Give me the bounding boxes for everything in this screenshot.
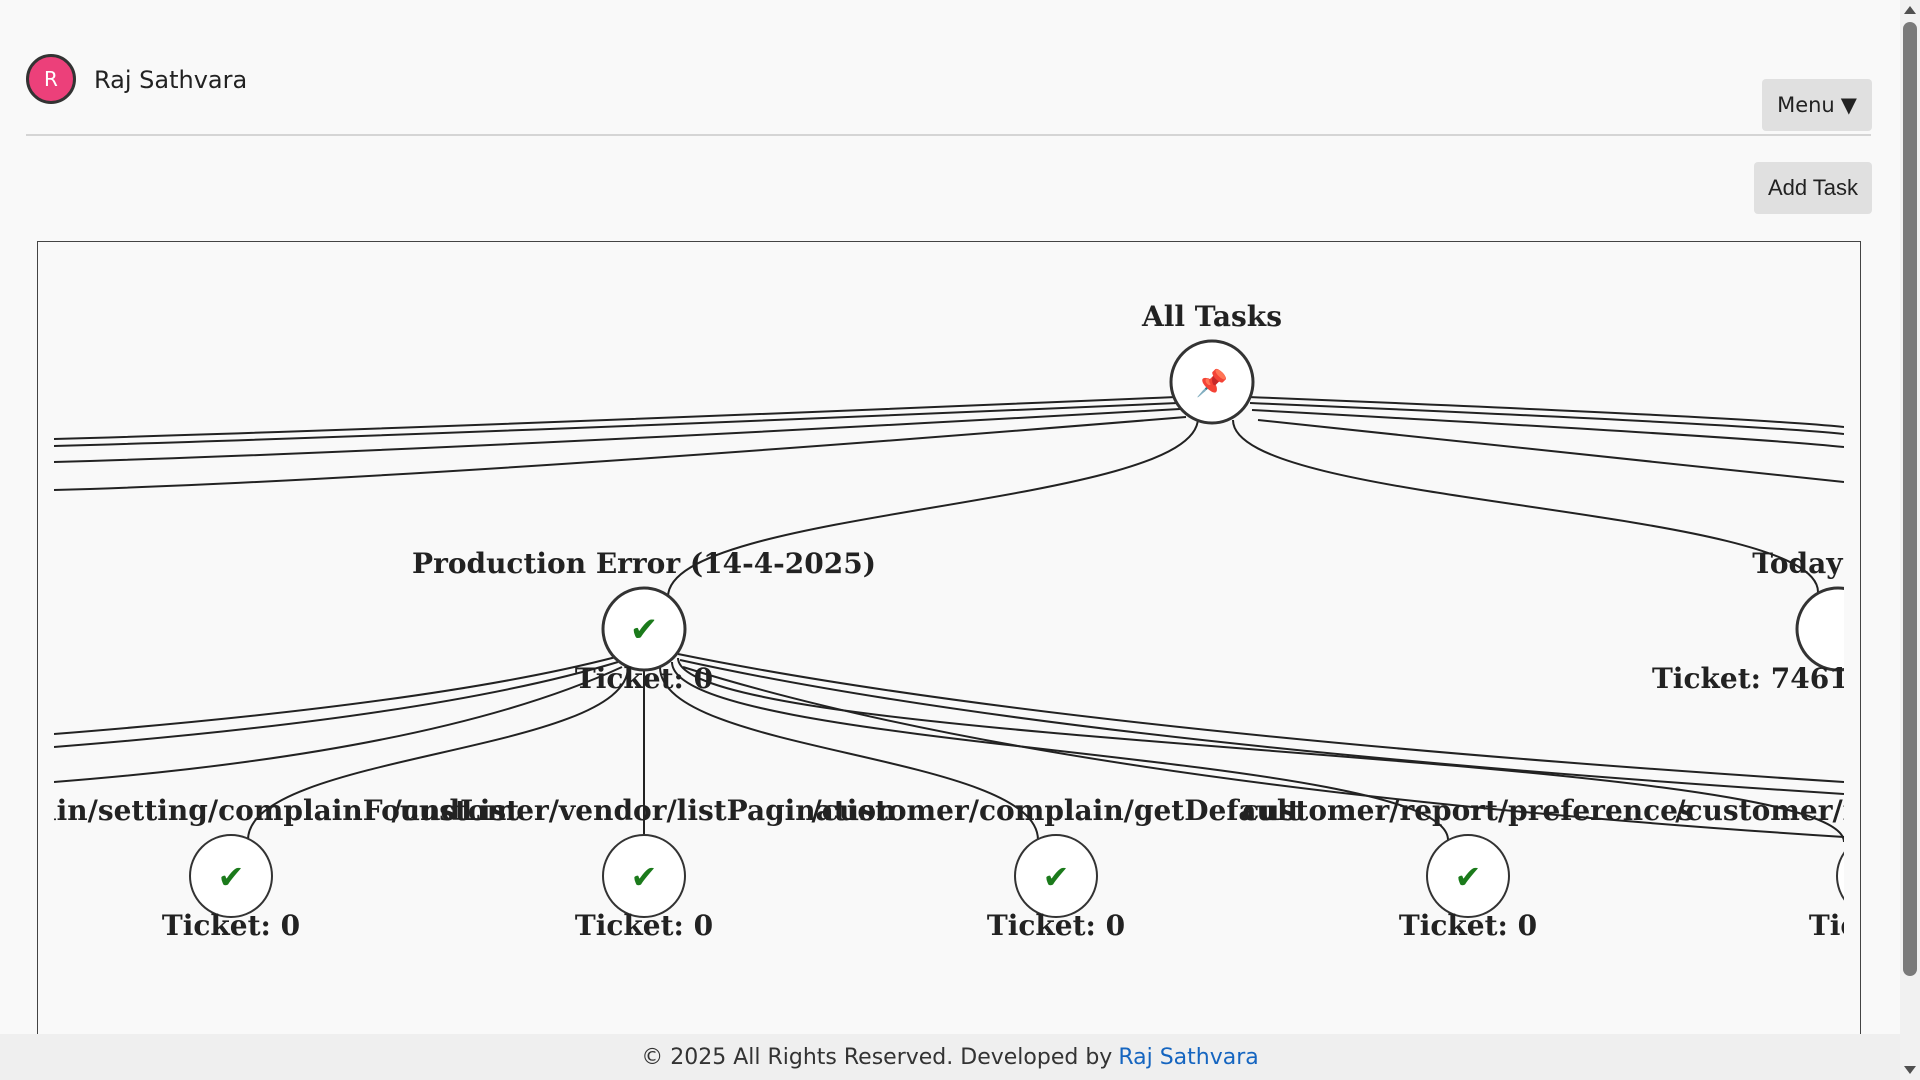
tree-link-production-customer-inventory [677, 657, 1844, 843]
tree-link-production-complain-default [659, 666, 1039, 841]
tree-link-production-complain-setting [247, 666, 629, 841]
tree-node-vendor-list[interactable]: /customer/vendor/listPagination ✔ Ticket… [392, 794, 897, 942]
add-task-button[interactable]: Add Task [1754, 162, 1872, 214]
tree-links [54, 396, 1844, 843]
tree-node-report-preferences[interactable]: customer/report/preferences ✔ Ticket: 0 [1242, 794, 1694, 942]
scroll-up-arrow-icon[interactable] [1904, 6, 1916, 14]
checkmark-icon: ✔ [631, 858, 658, 896]
tree-link-root-offscreen-left [54, 416, 1187, 491]
caret-down-icon: ▼ [1840, 93, 1857, 117]
task-tree-panel: All Tasks 📌 Production Error (14-4-2025)… [37, 241, 1861, 1042]
checkmark-icon: ✔ [1043, 858, 1070, 896]
tree-node-complain-setting[interactable]: complain/setting/complainFoundList ✔ Tic… [38, 794, 519, 942]
tree-link-root-offscreen-left [54, 402, 1179, 447]
tree-node-today-task[interactable]: Today Task Ticket: 7461,7290,7369 [1652, 547, 1860, 695]
checkmark-icon: ✔ [218, 858, 245, 896]
node-label-root: All Tasks [1141, 300, 1282, 333]
node-ticket-report-preferences: Ticket: 0 [1399, 909, 1537, 942]
tree-node-production-error[interactable]: Production Error (14-4-2025) ✔ Ticket: 0 [412, 547, 876, 695]
vertical-scrollbar[interactable] [1900, 0, 1920, 1080]
task-tree-diagram: All Tasks 📌 Production Error (14-4-2025)… [38, 300, 1860, 942]
user-name: Raj Sathvara [94, 66, 248, 94]
node-label-vendor-list: /customer/vendor/listPagination [392, 794, 897, 827]
tree-link-production-offscreen-left [54, 656, 617, 735]
tree-link-root-offscreen-left [54, 408, 1181, 463]
tree-link-production-offscreen-right [677, 653, 1844, 783]
node-label-report-preferences: customer/report/preferences [1242, 794, 1694, 827]
tree-link-production-report-preferences [671, 661, 1449, 841]
node-ticket-customer-inventory: Ticket: 0 [1809, 909, 1860, 942]
menu-button[interactable]: Menu ▼ [1762, 79, 1872, 131]
tree-link-root-offscreen-left [54, 396, 1177, 440]
tree-link-production-offscreen-left [54, 666, 623, 783]
node-label-production-error: Production Error (14-4-2025) [412, 547, 876, 580]
tree-link-root-offscreen-right [1249, 402, 1844, 435]
footer-copyright: © 2025 All Rights Reserved. Developed by [641, 1044, 1113, 1070]
tree-link-production-offscreen-left [54, 661, 619, 748]
tree-link-root-production-error [667, 417, 1199, 598]
tree-node-customer-inventory[interactable]: /customer/inventory Ticket: 0 [1675, 794, 1860, 942]
scrollbar-thumb[interactable] [1903, 22, 1917, 976]
top-header: R Raj Sathvara Menu ▼ [26, 0, 1872, 136]
tree-link-root-offscreen-right [1251, 409, 1844, 448]
pushpin-icon: 📌 [1196, 367, 1228, 398]
tree-nodes: All Tasks 📌 Production Error (14-4-2025)… [38, 300, 1860, 942]
node-ticket-production-error: Ticket: 0 [575, 662, 713, 695]
tree-link-production-offscreen-right [679, 659, 1844, 795]
tree-link-production-offscreen-right [682, 666, 1844, 838]
node-label-customer-inventory: /customer/inventory [1675, 794, 1860, 827]
checkmark-icon: ✔ [1455, 858, 1482, 896]
scroll-down-arrow-icon[interactable] [1904, 1066, 1916, 1074]
tree-node-root[interactable]: All Tasks 📌 [1141, 300, 1282, 425]
tree-node-complain-default[interactable]: /customer/complain/getDefault ✔ Ticket: … [812, 794, 1301, 942]
node-label-complain-default: /customer/complain/getDefault [812, 794, 1301, 827]
node-label-complain-setting: complain/setting/complainFoundList [38, 794, 519, 827]
checkmark-icon: ✔ [630, 610, 659, 650]
menu-label: Menu [1777, 93, 1835, 117]
node-ticket-vendor-list: Ticket: 0 [575, 909, 713, 942]
tree-link-root-offscreen-right [1257, 419, 1844, 483]
node-label-today-task: Today Task [1752, 547, 1860, 580]
tree-link-root-today-task [1232, 419, 1819, 593]
node-ticket-complain-default: Ticket: 0 [987, 909, 1125, 942]
tree-link-root-offscreen-right [1247, 396, 1844, 428]
node-ticket-complain-setting: Ticket: 0 [162, 909, 300, 942]
page-footer: © 2025 All Rights Reserved. Developed by… [0, 1034, 1900, 1080]
user-avatar[interactable]: R [26, 54, 76, 104]
node-ticket-today-task: Ticket: 7461,7290,7369 [1652, 662, 1860, 695]
footer-author-link[interactable]: Raj Sathvara [1118, 1044, 1259, 1070]
